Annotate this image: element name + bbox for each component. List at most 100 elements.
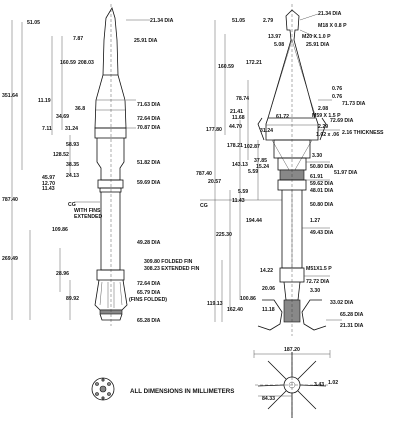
dia-label: 21.34 DIA [318, 11, 342, 17]
right-projectile-body [257, 4, 327, 336]
dia-label: 25.91 DIA [134, 38, 158, 44]
dia-label: 49.43 DIA [310, 230, 334, 236]
dim-label: 225.30 [216, 232, 232, 238]
dia-label: 71.73 DIA [342, 101, 366, 107]
left-dimension-lines [11, 19, 150, 320]
dia-label: 65.79 DIA [137, 290, 161, 296]
dim-label: 102.87 [244, 144, 260, 150]
dim-label: 187.20 [284, 347, 300, 353]
dim-label: 5.08 [274, 42, 284, 48]
dim-label: 5.59 [248, 169, 258, 175]
fins-folded-label: (FINS FOLDED) [129, 297, 167, 303]
dim-label: 119.13 [207, 301, 223, 307]
dim-label: 178.21 [227, 143, 243, 149]
dim-label: 11.43 [232, 198, 245, 204]
dia-label: 71.63 DIA [137, 102, 161, 108]
thread-label: M20 X 1.0 P [302, 34, 331, 40]
dim-label: 128.52 [53, 152, 69, 158]
dim-label: 172.21 [246, 60, 262, 66]
dia-label: 72.72 DIA [306, 279, 330, 285]
dim-label: 143.13 [232, 162, 248, 168]
dim-label: 61.91 [310, 174, 323, 180]
dim-label: 84.33 [262, 396, 275, 402]
cg-note: WITH FINS [74, 208, 101, 214]
dim-label: 2.79 [263, 18, 273, 24]
dim-label: 3.30 [312, 153, 322, 159]
dim-label: 44.70 [229, 124, 242, 130]
dim-label: 5.59 [238, 189, 248, 195]
dim-label: 3.30 [310, 288, 320, 294]
dia-label: 21.34 DIA [150, 18, 174, 24]
right-dimension-lines [200, 13, 342, 322]
dim-label: 12.70 [42, 181, 55, 187]
dia-label: 48.01 DIA [310, 188, 334, 194]
dim-label: 351.64 [2, 93, 18, 99]
dia-label: 49.28 DIA [137, 240, 161, 246]
dim-label: 37.85 [254, 158, 267, 164]
dim-label: 20.06 [262, 286, 275, 292]
dim-label: 7.11 [42, 126, 52, 132]
dim-label: 1.02 [328, 380, 338, 386]
dim-label: 11.18 [262, 307, 275, 313]
dia-label: 59.69 DIA [137, 180, 161, 186]
dim-label: 58.93 [66, 142, 79, 148]
dia-label: 25.91 DIA [306, 42, 330, 48]
left-projectile-body [94, 4, 128, 326]
dia-label: 21.31 DIA [340, 323, 364, 329]
dim-label: 11.43 [42, 186, 55, 192]
dia-label: 50.80 DIA [310, 202, 334, 208]
dim-label: 31.24 [65, 126, 78, 132]
dim-label: 2.08 [318, 106, 328, 112]
dia-label: 65.28 DIA [137, 318, 161, 324]
dim-label: 787.40 [196, 171, 212, 177]
dim-label: 109.86 [52, 227, 68, 233]
dim-label: 2.29 [318, 124, 328, 130]
dim-label: 34.69 [56, 114, 69, 120]
dim-label: 160.59 [218, 64, 234, 70]
thread-label: M51X1.5 P [306, 266, 332, 272]
fin-note: 308.23 EXTENDED FIN [144, 266, 200, 272]
dim-label: 38.35 [66, 162, 79, 168]
dim-label: 1.27 [310, 218, 320, 224]
cg-label: CG [68, 202, 76, 208]
dim-label: 89.92 [66, 296, 79, 302]
dia-label: 70.87 DIA [137, 125, 161, 131]
thickness-label: 2.16 THICKNESS [342, 130, 384, 136]
units-note: ALL DIMENSIONS IN MILLIMETERS [130, 388, 234, 395]
dim-label: 100.86 [240, 296, 256, 302]
dim-label: 194.44 [246, 218, 262, 224]
dim-label: 11.19 [38, 98, 51, 104]
dia-label: 65.28 DIA [340, 312, 364, 318]
dim-label: 61.72 [276, 114, 289, 120]
fin-note: 309.80 FOLDED FIN [144, 259, 193, 265]
dim-label: 11.68 [232, 115, 245, 121]
dia-label: 51.82 DIA [137, 160, 161, 166]
small-rear-icon [91, 377, 115, 401]
dim-label: 31.24 [260, 128, 273, 134]
dim-label: 0.76 [332, 86, 342, 92]
dim-label: 78.74 [236, 96, 249, 102]
cg-note: EXTENDED [74, 214, 103, 220]
thread-label: M18 X 0.8 P [318, 23, 347, 29]
dim-label: 21.41 [230, 109, 243, 115]
dim-label: 269.49 [2, 256, 18, 262]
dia-label: 72.64 DIA [137, 116, 161, 122]
cg-label: CG [200, 203, 208, 209]
dia-label: 72.64 DIA [137, 281, 161, 287]
dia-label: 33.02 DIA [330, 300, 354, 306]
dim-label: 3.43 [314, 382, 324, 388]
dim-label: 208.03 [78, 60, 94, 66]
dia-label: 51.97 DIA [334, 170, 358, 176]
dia-label: 50.80 DIA [310, 164, 334, 170]
dim-label: 51.05 [232, 18, 245, 24]
dim-label: 15.24 [256, 164, 269, 170]
rear-end-view [253, 350, 331, 418]
dia-label: 72.69 DIA [330, 118, 354, 124]
thread-label: M59 X 1.5 P [312, 113, 341, 119]
dim-label: 160.59 [60, 60, 76, 66]
dim-label: 13.97 [268, 34, 281, 40]
dim-label: 0.76 [332, 94, 342, 100]
dim-label: 162.40 [227, 307, 243, 313]
